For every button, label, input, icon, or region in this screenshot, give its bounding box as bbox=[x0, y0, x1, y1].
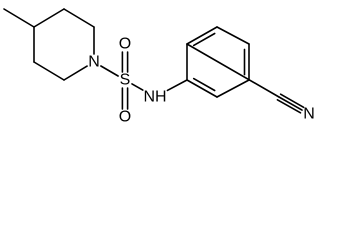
bond-ar_c4-ar_c5 bbox=[216, 26, 250, 45]
atom-labels-layer: N S O O NH N bbox=[88, 36, 315, 126]
molecule-structure-diagram: N S O O NH N bbox=[3, 8, 315, 126]
bond-ar_c2-ar_c3 bbox=[216, 79, 250, 98]
bond-cn_c-cn_n-a bbox=[276, 99, 302, 114]
bond-ar_c1-ar_c2-inner bbox=[192, 77, 216, 92]
bond-ar_c5-ar_c6 bbox=[186, 26, 218, 45]
bonds-layer bbox=[3, 8, 305, 114]
bond-pip_n1-pip_c2b bbox=[63, 65, 88, 81]
bond-cn_c-cn_n-b bbox=[279, 93, 305, 109]
bond-pip_c2b-pip_c3b bbox=[33, 61, 65, 81]
bond-ar_c6-cn_c bbox=[186, 43, 280, 98]
atom-label-o_bottom: O bbox=[119, 109, 131, 126]
atom-label-nh: NH bbox=[143, 89, 166, 106]
atom-label-o_top: O bbox=[119, 36, 131, 53]
atom-label-pip_n1: N bbox=[88, 54, 100, 71]
atom-label-cn_n: N bbox=[303, 106, 315, 123]
bond-pip_n1-s bbox=[100, 65, 119, 77]
bond-cn_c-cn_n bbox=[278, 96, 303, 111]
atom-label-s: S bbox=[120, 72, 131, 89]
bond-pip_c3a-pip_c2a bbox=[63, 8, 95, 28]
bond-methyl-pip_c4 bbox=[3, 8, 35, 28]
bond-ar_c5-ar_c6-inner bbox=[192, 32, 216, 47]
bond-ar_c1-ar_c2 bbox=[186, 79, 218, 98]
bond-pip_c4-pip_c3a bbox=[33, 8, 65, 28]
bond-s-nh bbox=[131, 83, 144, 91]
bond-nh-ar_c1 bbox=[166, 79, 188, 92]
